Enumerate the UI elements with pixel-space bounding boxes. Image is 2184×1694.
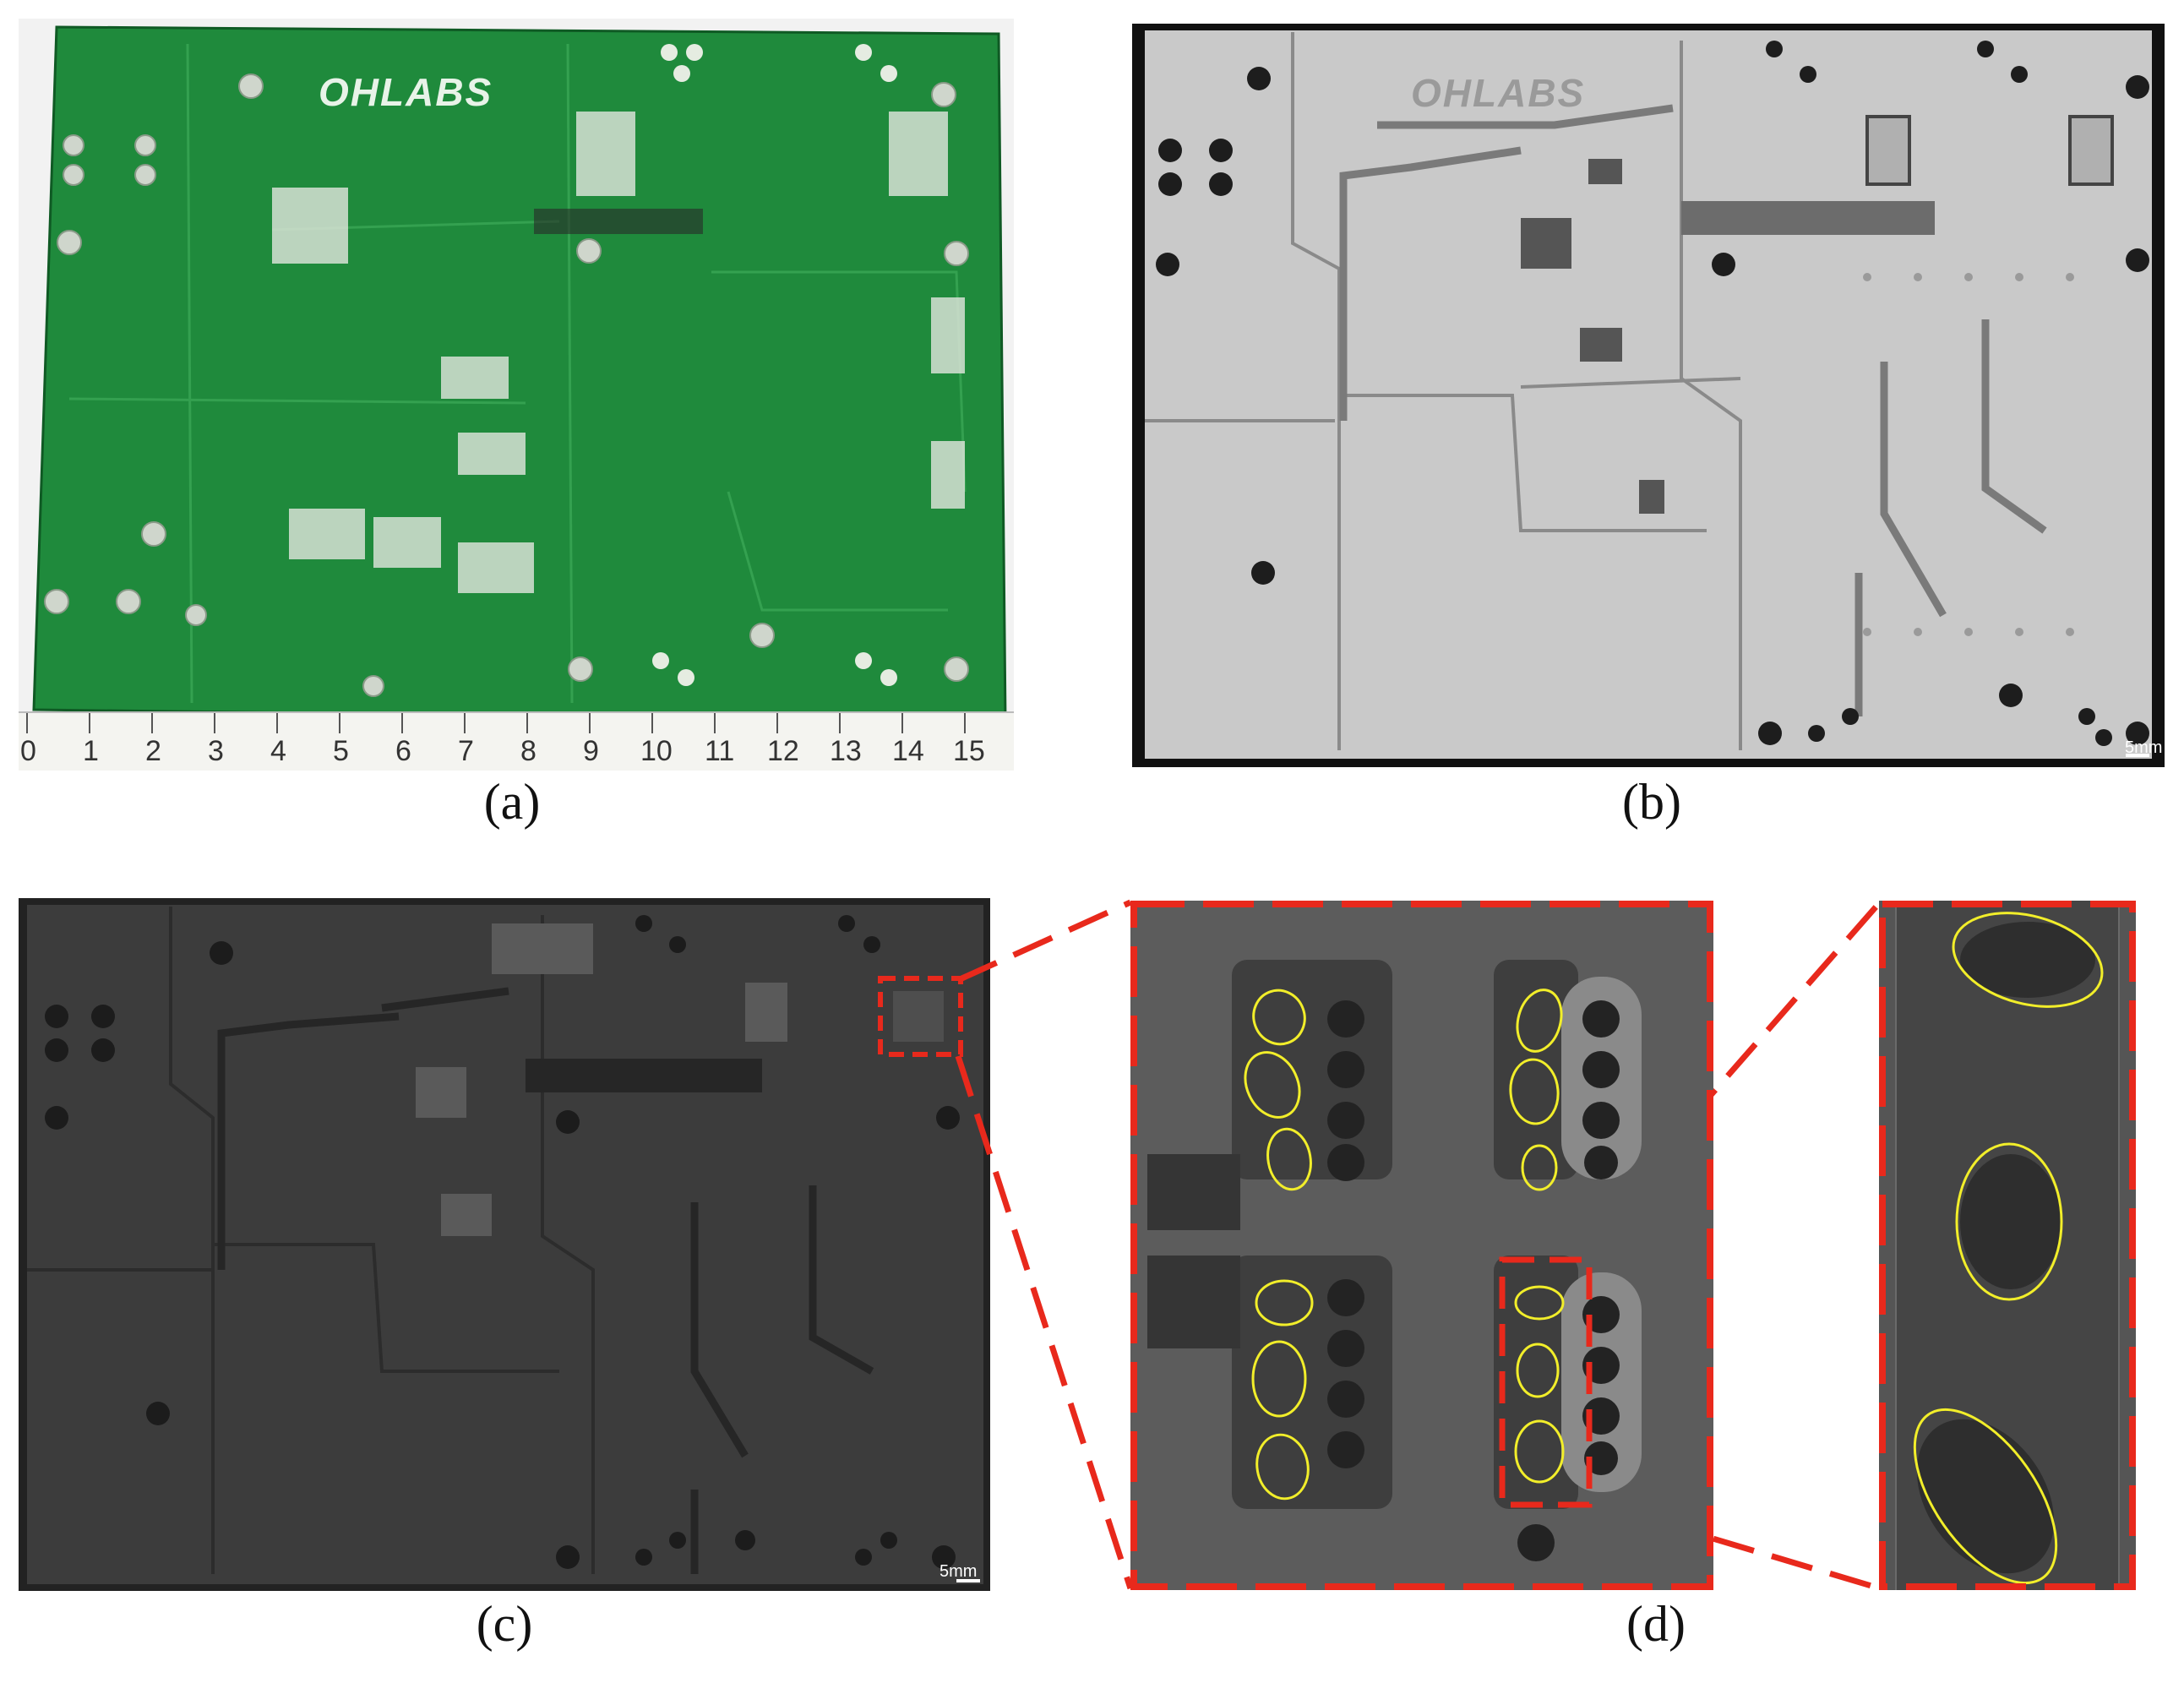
zoom-region-box <box>878 976 963 1057</box>
xray-logo: OHLABS <box>1411 71 1586 115</box>
zoom-detail-image <box>1879 901 2136 1590</box>
ruler-label-3: 3 <box>208 735 224 767</box>
ruler-label-0: 0 <box>20 735 36 767</box>
ruler-label-5: 5 <box>333 735 349 767</box>
ruler-label-9: 9 <box>583 735 599 767</box>
panel-b-xray-bright: OHLABS 5mm <box>1132 24 2165 767</box>
scale-bar-label-b: 5mm <box>2125 738 2163 757</box>
void-markers-detail <box>1913 912 2104 1585</box>
ruler-label-13: 13 <box>830 735 862 767</box>
ruler-label-6: 6 <box>395 735 411 767</box>
caption-c: (c) <box>476 1596 533 1652</box>
caption-b: (b) <box>1622 774 1681 830</box>
ruler: 0 1 2 3 4 5 6 7 8 9 10 11 12 13 14 15 <box>19 711 1014 771</box>
zoom-frame <box>1130 901 1713 1590</box>
scale-bar-label-c: 5mm <box>940 1562 978 1581</box>
panel-d-zoom-voids <box>1130 901 1713 1590</box>
ruler-label-7: 7 <box>458 735 474 767</box>
ruler-label-11: 11 <box>705 735 735 767</box>
caption-d: (d) <box>1626 1596 1686 1652</box>
caption-a: (a) <box>483 774 541 830</box>
zoom-main-image <box>1130 901 1713 1590</box>
ruler-label-14: 14 <box>892 735 924 767</box>
xray-dark-image <box>27 905 983 1584</box>
void-markers <box>1244 989 1565 1501</box>
ruler-label-1: 1 <box>83 735 99 767</box>
panel-a-pcb-photo: OHLABS 0 1 2 3 4 5 6 7 8 9 10 11 12 13 <box>19 19 1014 771</box>
ruler-label-10: 10 <box>640 735 673 767</box>
ruler-label-12: 12 <box>767 735 799 767</box>
xray-bright-image <box>1145 30 2152 759</box>
ruler-label-2: 2 <box>145 735 161 767</box>
panel-d-zoom-detail <box>1879 901 2136 1590</box>
ruler-label-8: 8 <box>520 735 536 767</box>
panel-c-xray-dark: 5mm <box>19 898 990 1591</box>
pcb-logo: OHLABS <box>319 70 493 114</box>
ruler-label-15: 15 <box>953 735 985 767</box>
ruler-label-4: 4 <box>270 735 286 767</box>
